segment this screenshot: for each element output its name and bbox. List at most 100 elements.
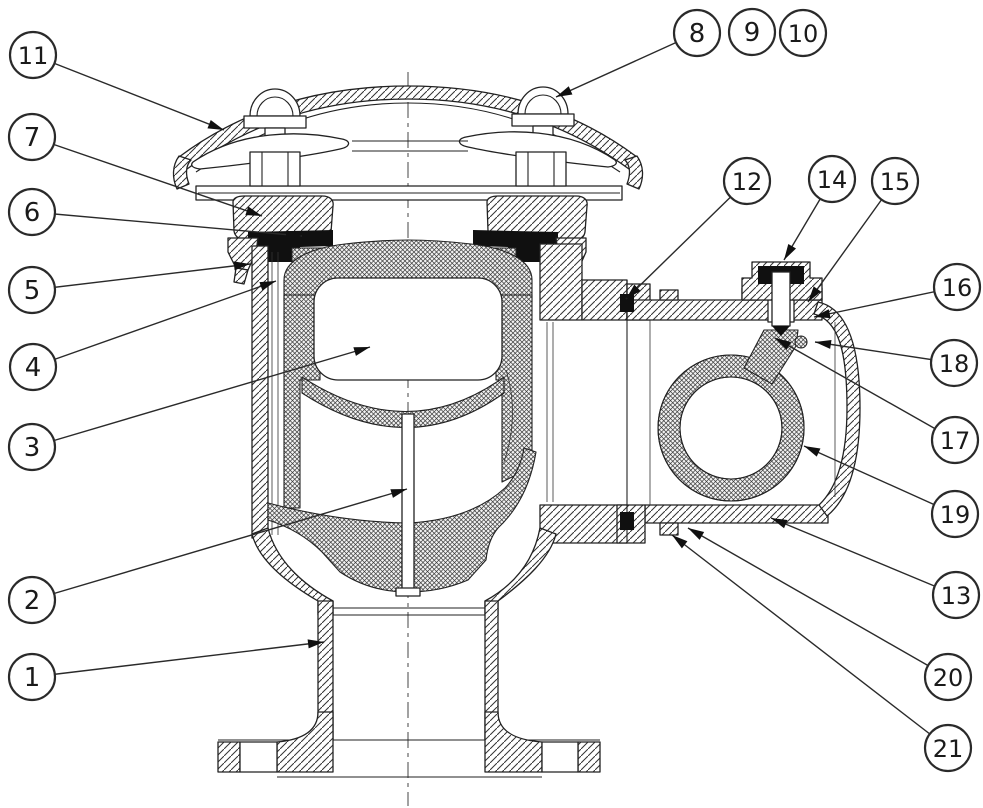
leader-arrow-17 (775, 338, 792, 350)
leader-lines (31, 32, 958, 749)
callout-18: 18 (929, 338, 979, 388)
leader-arrow-12 (626, 284, 641, 299)
body-wall-right (484, 243, 628, 616)
hex-nut-left (249, 151, 301, 187)
callout-number-15: 15 (880, 168, 911, 196)
cover-left-curl (172, 155, 192, 190)
leader-arrow-14 (784, 243, 797, 260)
bottom-protrusion (659, 522, 679, 536)
callout-11: 11 (8, 30, 58, 80)
callout-4: 4 (8, 342, 58, 392)
set-screw (794, 335, 808, 349)
top-fitting (741, 261, 823, 349)
leader-arrow-19 (804, 446, 821, 457)
leader-arrow-2 (390, 489, 407, 498)
leader-arrow-1 (307, 639, 324, 649)
leader-arrow-20 (688, 528, 705, 540)
leader-arrow-8 (556, 86, 573, 97)
flange-bolt-bottom (620, 512, 634, 530)
callout-number-17: 17 (940, 427, 971, 455)
pin-tip (772, 326, 790, 336)
callout-number-10: 10 (788, 20, 819, 48)
callout-10: 10 (778, 8, 828, 58)
callout-number-9: 9 (744, 18, 761, 48)
callout-number-11: 11 (18, 42, 49, 70)
bowl-cover (813, 301, 861, 517)
callout-19: 19 (930, 489, 980, 539)
callout-8: 8 (672, 8, 722, 58)
leader-arrow-6 (285, 230, 302, 240)
float (267, 239, 537, 593)
callout-number-6: 6 (24, 198, 41, 228)
leader-arrow-16 (814, 309, 831, 319)
callout-5: 5 (7, 265, 57, 315)
callout-17: 17 (930, 415, 980, 465)
chamber-bottom-wall (644, 504, 829, 524)
leader-arrow-5 (233, 261, 250, 271)
callout-number-16: 16 (942, 274, 973, 302)
stem (395, 413, 421, 597)
leader-line-17 (774, 337, 956, 441)
leader-arrow-13 (771, 518, 788, 529)
leader-arrow-15 (808, 286, 821, 302)
outlet-flange-top (581, 279, 628, 321)
fitting-seal (758, 266, 804, 284)
leader-arrow-21 (672, 535, 688, 549)
callout-number-2: 2 (24, 586, 41, 616)
leader-line-1 (31, 641, 325, 678)
callout-2: 2 (7, 575, 57, 625)
bolt-hole-right (541, 741, 579, 773)
float-bottom-lens (301, 376, 505, 429)
leader-line-8 (555, 32, 698, 98)
leader-line-20 (687, 527, 949, 678)
callout-number-18: 18 (939, 350, 970, 378)
leader-line-19 (803, 445, 956, 515)
callout-number-14: 14 (817, 166, 848, 194)
callout-21: 21 (923, 723, 973, 773)
fitting-pin (771, 271, 791, 327)
callout-13: 13 (931, 570, 981, 620)
leader-line-7 (31, 136, 263, 217)
leader-line-16 (813, 286, 958, 318)
leader-arrow-4 (259, 281, 276, 291)
leader-line-15 (807, 180, 896, 303)
callout-number-20: 20 (933, 664, 964, 692)
top-boss (659, 289, 679, 301)
bottom-flange (217, 711, 601, 778)
callout-16: 16 (932, 262, 982, 312)
callout-number-4: 4 (25, 353, 42, 383)
leader-arrow-7 (245, 206, 262, 216)
leader-line-13 (770, 517, 957, 596)
callout-number-1: 1 (24, 663, 41, 693)
leader-arrow-18 (815, 339, 832, 349)
callout-3: 3 (7, 422, 57, 472)
section-view (172, 72, 861, 806)
vessel-floor (267, 447, 537, 593)
callout-20: 20 (923, 652, 973, 702)
callout-number-21: 21 (933, 735, 964, 763)
float-cavity (313, 277, 503, 381)
leader-arrow-11 (207, 119, 224, 130)
leader-arrow-3 (353, 347, 370, 356)
cover-right-curl (624, 155, 644, 190)
callout-12: 12 (722, 156, 772, 206)
seal-right (473, 230, 558, 262)
leader-line-4 (32, 280, 277, 368)
callout-9: 9 (727, 7, 777, 57)
callout-number-5: 5 (24, 276, 41, 306)
callout-number-13: 13 (941, 582, 972, 610)
callout-number-3: 3 (24, 433, 41, 463)
callout-1: 1 (7, 652, 57, 702)
callout-number-12: 12 (732, 168, 763, 196)
flange-bolt-top (620, 294, 634, 312)
leader-line-5 (31, 263, 251, 291)
callout-15: 15 (870, 156, 920, 206)
bolt-hole-left (239, 741, 278, 773)
leader-line-3 (31, 346, 371, 448)
callout-number-8: 8 (689, 19, 706, 49)
callout-number-7: 7 (24, 123, 41, 153)
leader-line-6 (31, 211, 303, 237)
callout-7: 7 (7, 112, 57, 162)
callout-14: 14 (807, 154, 857, 204)
